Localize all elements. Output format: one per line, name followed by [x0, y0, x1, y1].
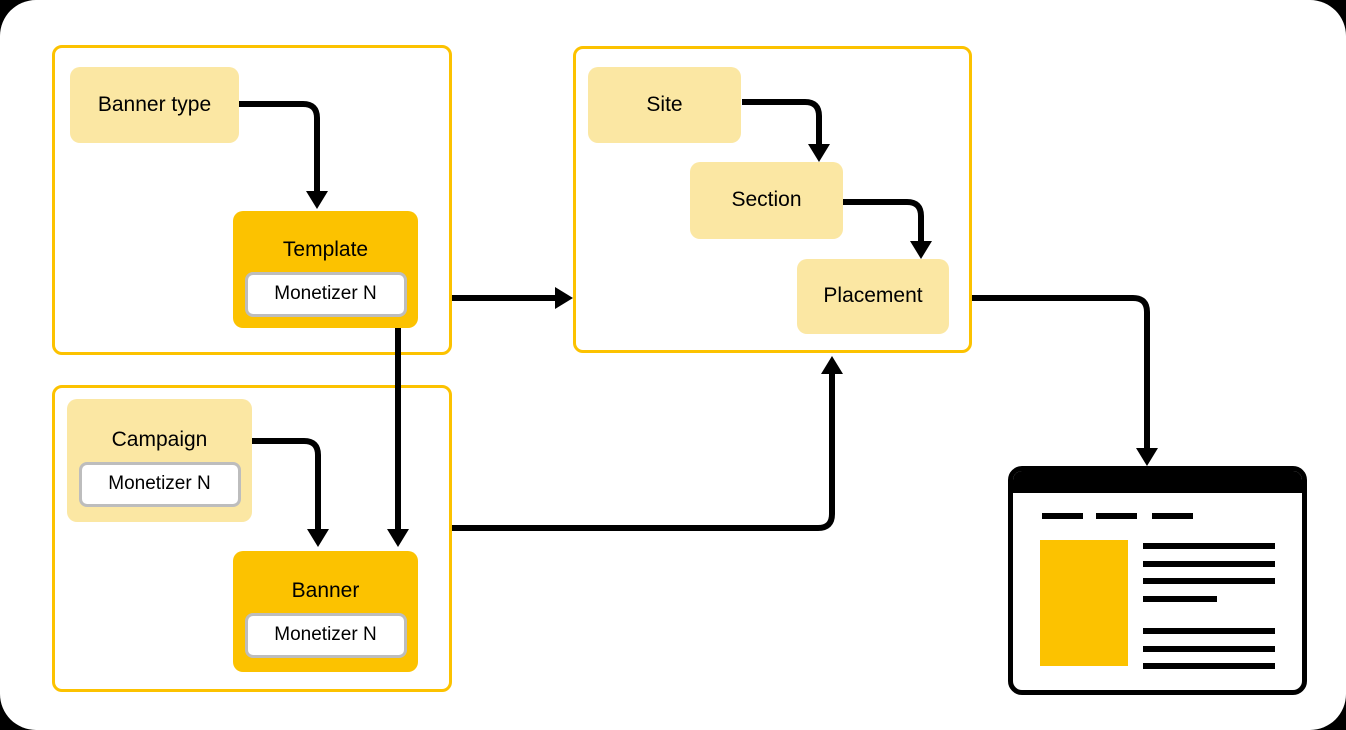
node-campaign-label: Campaign	[111, 428, 208, 452]
node-banner: Banner Monetizer N	[233, 551, 418, 672]
monetizer-tag: Monetizer N	[244, 271, 407, 317]
arrow-banner-group-to-site-group	[452, 356, 843, 531]
node-banner-label: Banner	[291, 579, 360, 603]
text-line-placeholder	[1143, 543, 1275, 549]
monetizer-tag: Monetizer N	[244, 612, 407, 658]
text-line-placeholder	[1143, 578, 1275, 584]
monetizer-tag: Monetizer N	[78, 461, 241, 507]
text-line-placeholder	[1143, 628, 1275, 634]
node-site: Site	[588, 67, 741, 143]
text-line-placeholder	[1143, 596, 1217, 602]
node-banner-type: Banner type	[70, 67, 239, 143]
text-line-placeholder	[1143, 561, 1275, 567]
node-section-label: Section	[731, 188, 802, 212]
nav-link-placeholder	[1152, 513, 1193, 519]
node-placement-label: Placement	[823, 284, 923, 308]
node-template-label: Template	[282, 238, 369, 262]
webpage-preview	[1008, 466, 1307, 695]
text-line-placeholder	[1143, 646, 1275, 652]
nav-link-placeholder	[1042, 513, 1083, 519]
arrow-site-group-to-webpage	[972, 295, 1158, 466]
text-line-placeholder	[1143, 663, 1275, 669]
node-placement: Placement	[797, 259, 949, 334]
node-template: Template Monetizer N	[233, 211, 418, 328]
node-banner-type-label: Banner type	[97, 92, 212, 116]
node-site-label: Site	[646, 92, 683, 116]
node-section: Section	[690, 162, 843, 239]
nav-link-placeholder	[1096, 513, 1137, 519]
webpage-header-bar	[1013, 471, 1302, 493]
site-group-frame	[573, 46, 972, 353]
template-group-frame	[52, 45, 452, 355]
banner-group-frame	[52, 385, 452, 692]
arrow-template-group-to-site-group	[452, 287, 573, 309]
node-campaign: Campaign Monetizer N	[67, 399, 252, 522]
ad-banner-slot	[1040, 540, 1128, 666]
